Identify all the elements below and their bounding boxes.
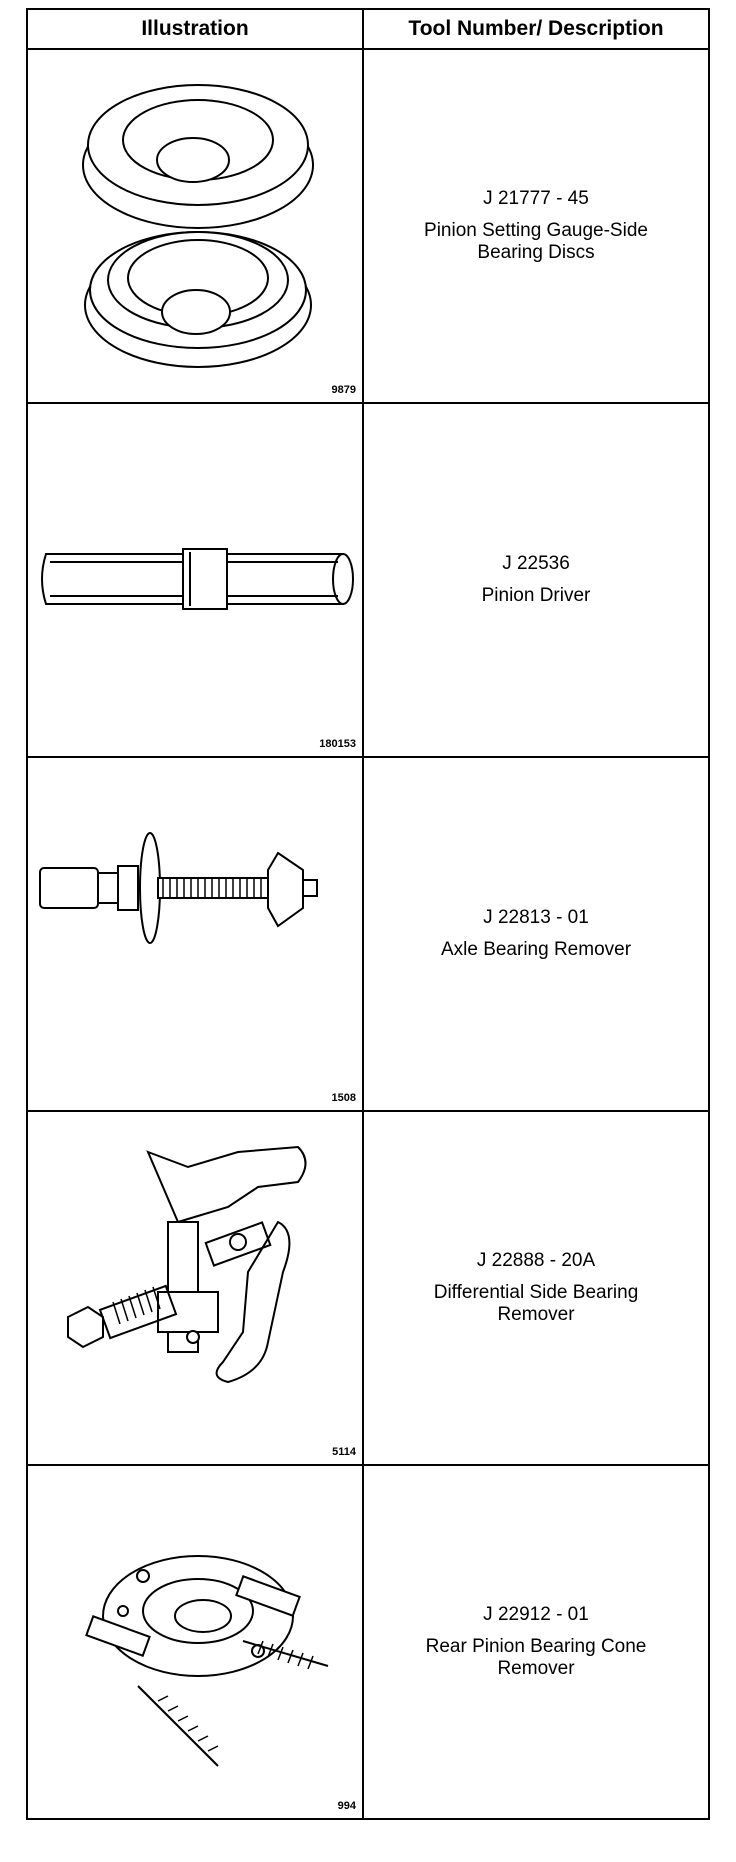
figure-number: 994 [337, 1800, 356, 1812]
figure-number: 5114 [332, 1446, 356, 1458]
figure-number: 180153 [319, 738, 356, 750]
description-cell: J 22813 - 01 Axle Bearing Remover [364, 758, 708, 1110]
description-cell: J 22912 - 01 Rear Pinion Bearing Cone Re… [364, 1466, 708, 1818]
header-illustration: Illustration [28, 10, 364, 48]
table-header: Illustration Tool Number/ Description [28, 10, 708, 50]
description-cell: J 21777 - 45 Pinion Setting Gauge-Side B… [364, 50, 708, 402]
illustration-cell: 5114 [28, 1112, 364, 1464]
tool-number: J 22536 [502, 553, 570, 574]
tool-number: J 22912 - 01 [483, 1604, 589, 1625]
illustration-cell: 994 [28, 1466, 364, 1818]
table-row: 9879 J 21777 - 45 Pinion Setting Gauge-S… [28, 50, 708, 404]
header-tool-description: Tool Number/ Description [408, 17, 664, 40]
table-row: 180153 J 22536 Pinion Driver [28, 404, 708, 758]
figure-number: 1508 [331, 1092, 356, 1104]
tool-name: Rear Pinion Bearing Cone Remover [425, 1636, 647, 1679]
special-tools-table: Illustration Tool Number/ Description [26, 8, 710, 1820]
figure-number: 9879 [331, 384, 356, 396]
tool-name: Pinion Driver [481, 585, 591, 606]
axle-bearing-remover-illustration [39, 832, 318, 944]
tool-name: Differential Side Bearing Remover [433, 1282, 639, 1325]
illustration-cell: 1508 [28, 758, 364, 1110]
table-row: 1508 J 22813 - 01 Axle Bearing Remover [28, 758, 708, 1112]
pinion-driver-illustration [41, 548, 354, 610]
table-row: 5114 J 22888 - 20A Differential Side Bea… [28, 1112, 708, 1466]
tool-number: J 21777 - 45 [483, 188, 589, 209]
tool-number: J 22813 - 01 [483, 907, 589, 928]
tool-number: J 22888 - 20A [476, 1250, 596, 1271]
table-row: 994 J 22912 - 01 Rear Pinion Bearing Con… [28, 1466, 708, 1818]
bearing-cone-remover-illustration [85, 1555, 329, 1767]
side-bearing-remover-illustration [67, 1145, 307, 1384]
description-cell: J 22888 - 20A Differential Side Bearing … [364, 1112, 708, 1464]
tool-table-page: Illustration Tool Number/ Description [26, 8, 710, 1820]
tool-name: Pinion Setting Gauge-Side Bearing Discs [424, 220, 648, 263]
illustration-cell: 9879 [28, 50, 364, 402]
tool-name: Axle Bearing Remover [440, 939, 632, 960]
bearing-discs-illustration [82, 84, 314, 368]
illustration-cell: 180153 [28, 404, 364, 756]
description-cell: J 22536 Pinion Driver [364, 404, 708, 756]
